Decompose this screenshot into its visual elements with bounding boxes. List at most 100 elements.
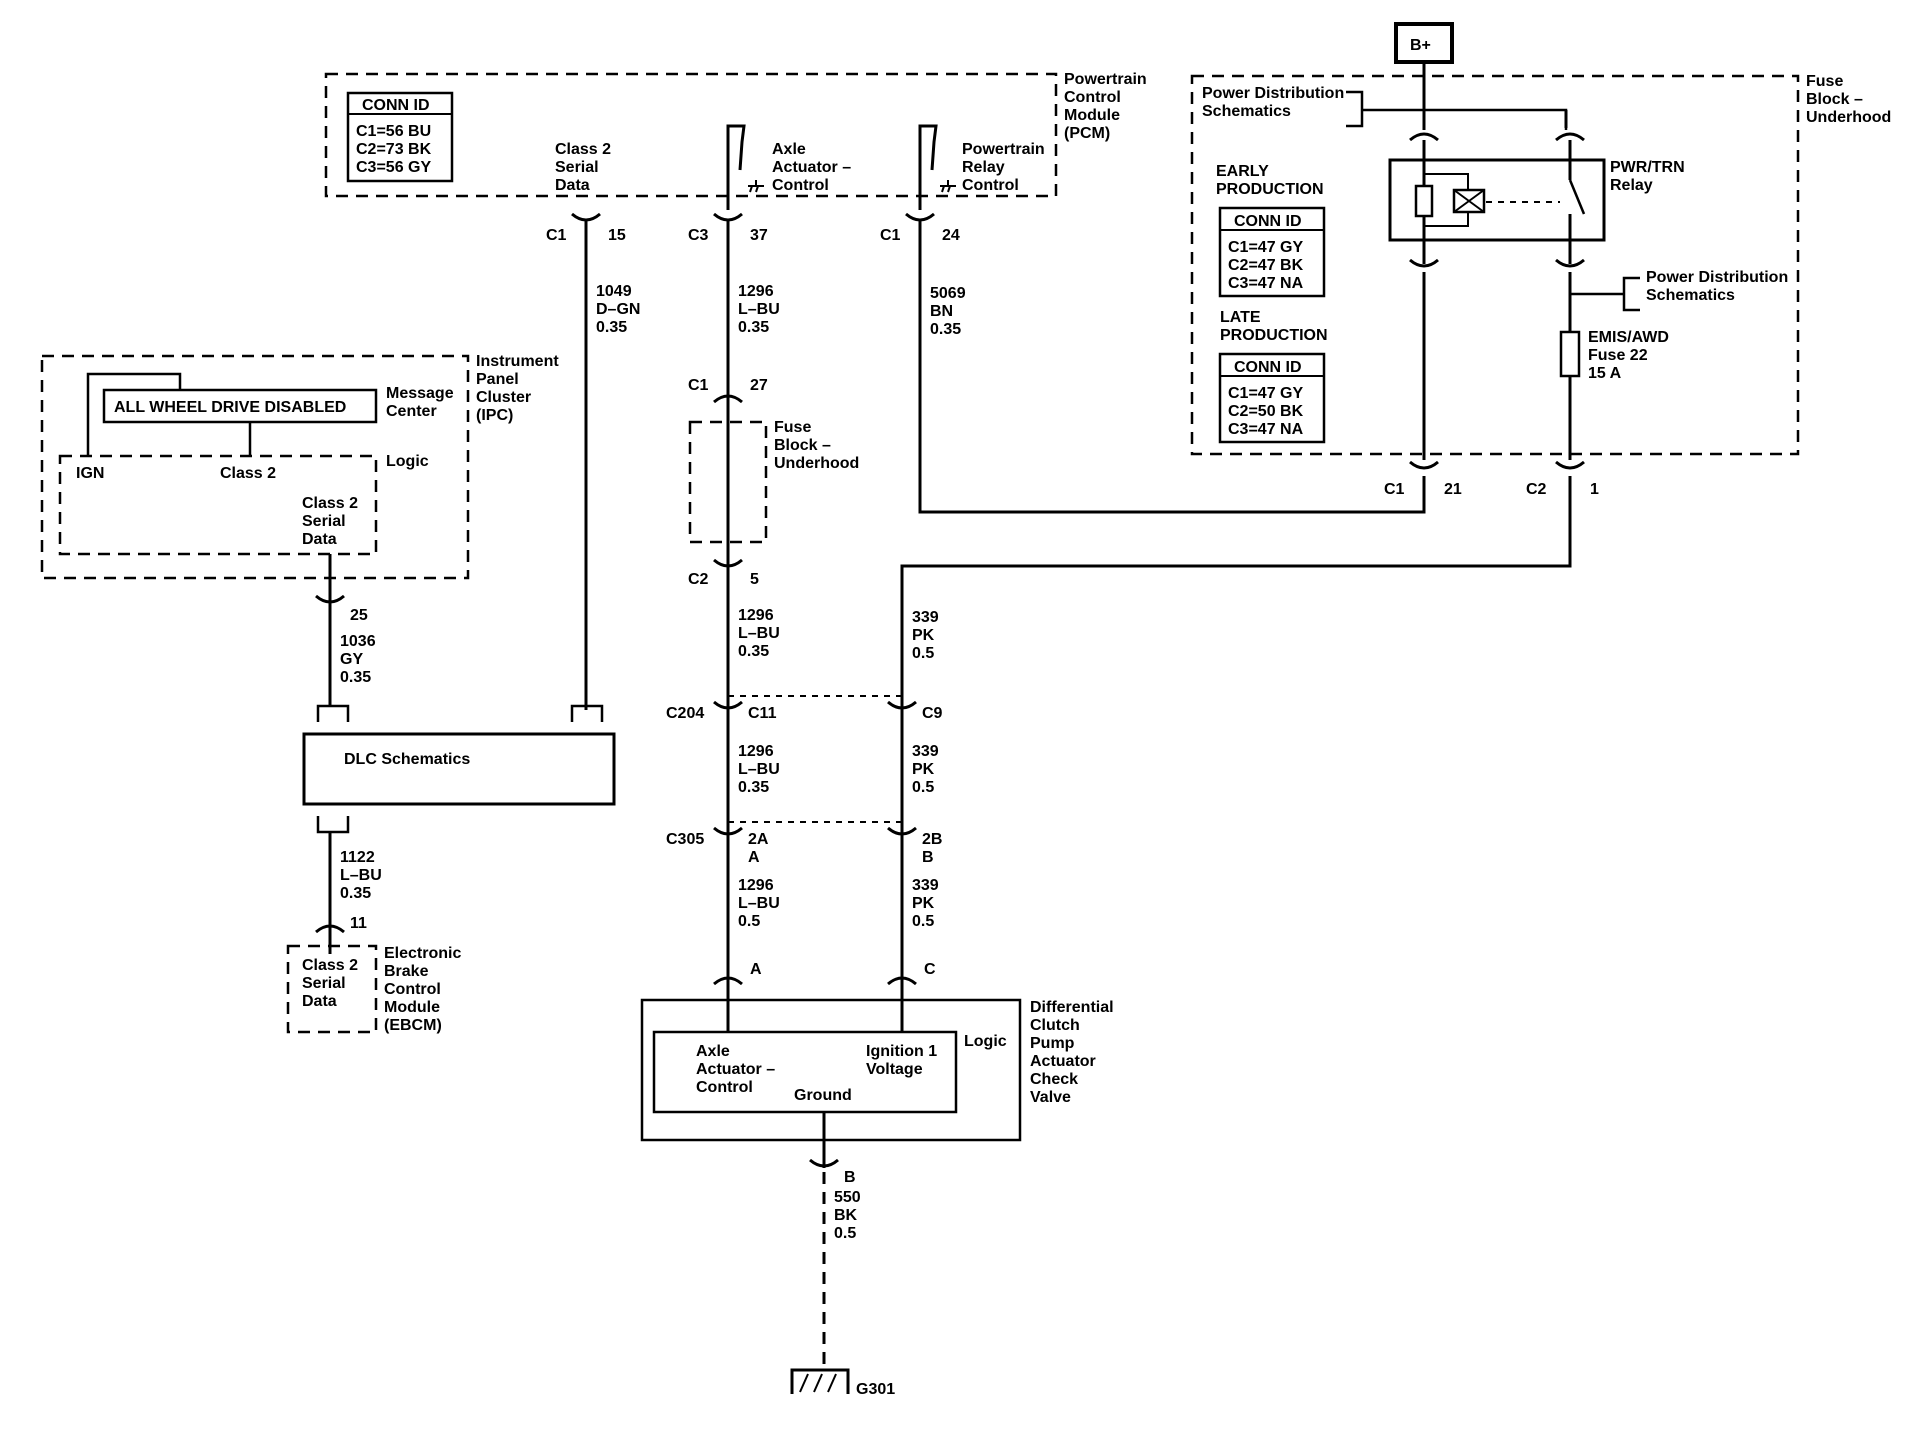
relay-label: Relay	[1610, 177, 1653, 194]
ebcm-serial-label: Class 2	[302, 957, 358, 974]
wire-label: 1296	[738, 607, 774, 624]
wire-label: 0.35	[596, 319, 627, 336]
ipc-logic-label: Logic	[386, 453, 429, 470]
pcm-axle-2: Actuator –	[772, 159, 851, 176]
pin-label: C1	[546, 227, 567, 244]
ipc-serial-label: Serial	[302, 513, 346, 530]
wire-label: 0.35	[930, 321, 961, 338]
ebcm-title: Electronic	[384, 945, 461, 962]
wire-label: D–GN	[596, 301, 640, 318]
early-connid: C2=47 BK	[1228, 257, 1304, 274]
pcm-relay-3: Control	[962, 177, 1019, 194]
wire-label: 1296	[738, 283, 774, 300]
pcm-axle-3: Control	[772, 177, 829, 194]
pcm-title-3: Module	[1064, 107, 1120, 124]
bplus-label: B+	[1410, 37, 1431, 54]
message-center-label: Message	[386, 385, 454, 402]
ebcm-title: Brake	[384, 963, 429, 980]
pcm-title-1: Powertrain	[1064, 71, 1147, 88]
fuseblock-mid-label: Underhood	[774, 455, 859, 472]
fuse-label: EMIS/AWD	[1588, 329, 1669, 346]
ipc-title: Panel	[476, 371, 519, 388]
late-production-label: PRODUCTION	[1220, 327, 1328, 344]
ebcm-serial-label: Serial	[302, 975, 346, 992]
pin-label: 2B	[922, 831, 942, 848]
ipc-title: Cluster	[476, 389, 531, 406]
pcm-connid-2: C2=73 BK	[356, 141, 432, 158]
valve-logic-label: Logic	[964, 1033, 1007, 1050]
pin-label: 2A	[748, 831, 769, 848]
pin-label: C1	[1384, 481, 1405, 498]
early-connid: C3=47 NA	[1228, 275, 1304, 292]
pin-number: 25	[350, 607, 368, 624]
fuseblock-title: Block –	[1806, 91, 1863, 108]
wire-label: PK	[912, 761, 935, 778]
wire-label: L–BU	[738, 625, 780, 642]
valve-ign-label: Ignition 1	[866, 1043, 937, 1060]
wire-label: 1049	[596, 283, 632, 300]
ground-label: G301	[856, 1381, 895, 1398]
ebcm-module: Class 2 Serial Data Electronic Brake Con…	[286, 944, 461, 1034]
power-dist2-label: Schematics	[1646, 287, 1735, 304]
late-connid: C2=50 BK	[1228, 403, 1304, 420]
valve-title: Check	[1030, 1071, 1078, 1088]
wire-label: 339	[912, 743, 939, 760]
ipc-class2-label: Class 2	[220, 465, 276, 482]
pcm-connid-title: CONN ID	[362, 97, 430, 114]
early-connid: C1=47 GY	[1228, 239, 1303, 256]
wire-label: 1296	[738, 877, 774, 894]
relay-switch-icon	[918, 124, 938, 210]
pin-number: 24	[942, 227, 960, 244]
valve-title: Pump	[1030, 1035, 1075, 1052]
bplus-box: B+	[1394, 22, 1454, 64]
ipc-serial-label: Data	[302, 531, 337, 548]
pcm-connectors: C1 15 C3 37 C1 24	[546, 212, 960, 244]
wire-label: PK	[912, 895, 935, 912]
fuseblock-mid-label: Block –	[774, 437, 831, 454]
wire-label: L–BU	[738, 895, 780, 912]
ebcm-serial-label: Data	[302, 993, 337, 1010]
valve-ground-label: Ground	[794, 1087, 852, 1104]
fuse-block-mid	[688, 420, 768, 544]
wire-label: PK	[912, 627, 935, 644]
valve-title: Clutch	[1030, 1017, 1080, 1034]
valve-title: Valve	[1030, 1089, 1071, 1106]
relay-ground-icon	[940, 180, 956, 193]
wire-label: 0.35	[340, 669, 371, 686]
wire-label: L–BU	[738, 301, 780, 318]
relay-coil-icon	[1414, 184, 1434, 218]
ipc-module: Instrument Panel Cluster (IPC) ALL WHEEL…	[40, 353, 559, 580]
relay-switch-contact-icon	[1568, 179, 1586, 215]
valve-ign-label: Voltage	[866, 1061, 923, 1078]
pin-label: C305	[666, 831, 704, 848]
pin-label: B	[922, 849, 934, 866]
pin-label: B	[844, 1169, 856, 1186]
pin-label: C2	[688, 571, 709, 588]
valve-axle-label: Actuator –	[696, 1061, 775, 1078]
wire-label: 1036	[340, 633, 376, 650]
pin-label: C11	[748, 705, 777, 722]
fuseblock-title: Underhood	[1806, 109, 1891, 126]
power-dist2-label: Power Distribution	[1646, 269, 1788, 286]
pin-label: C1	[688, 377, 709, 394]
power-dist-label: Power Distribution	[1202, 85, 1344, 102]
pcm-module: Powertrain Control Module (PCM) CONN ID …	[324, 71, 1147, 210]
pin-number: 21	[1444, 481, 1462, 498]
valve-title: Differential	[1030, 999, 1114, 1016]
valve-title: Actuator	[1030, 1053, 1096, 1070]
pin-number: 37	[750, 227, 768, 244]
wire-label: 1296	[738, 743, 774, 760]
message-center-label: Center	[386, 403, 437, 420]
message-center-box	[102, 388, 378, 424]
pin-label: C	[924, 961, 936, 978]
ipc-title: (IPC)	[476, 407, 513, 424]
ebcm-title: Control	[384, 981, 441, 998]
ipc-ign-label: IGN	[76, 465, 104, 482]
pin-label: C2	[1526, 481, 1547, 498]
wire-label: BN	[930, 303, 953, 320]
wire-label: 0.35	[738, 319, 769, 336]
wire-label: BK	[834, 1207, 858, 1224]
wire-label: 0.35	[340, 885, 371, 902]
fuse-label: 15 A	[1588, 365, 1622, 382]
wire-label: 0.5	[912, 645, 934, 662]
